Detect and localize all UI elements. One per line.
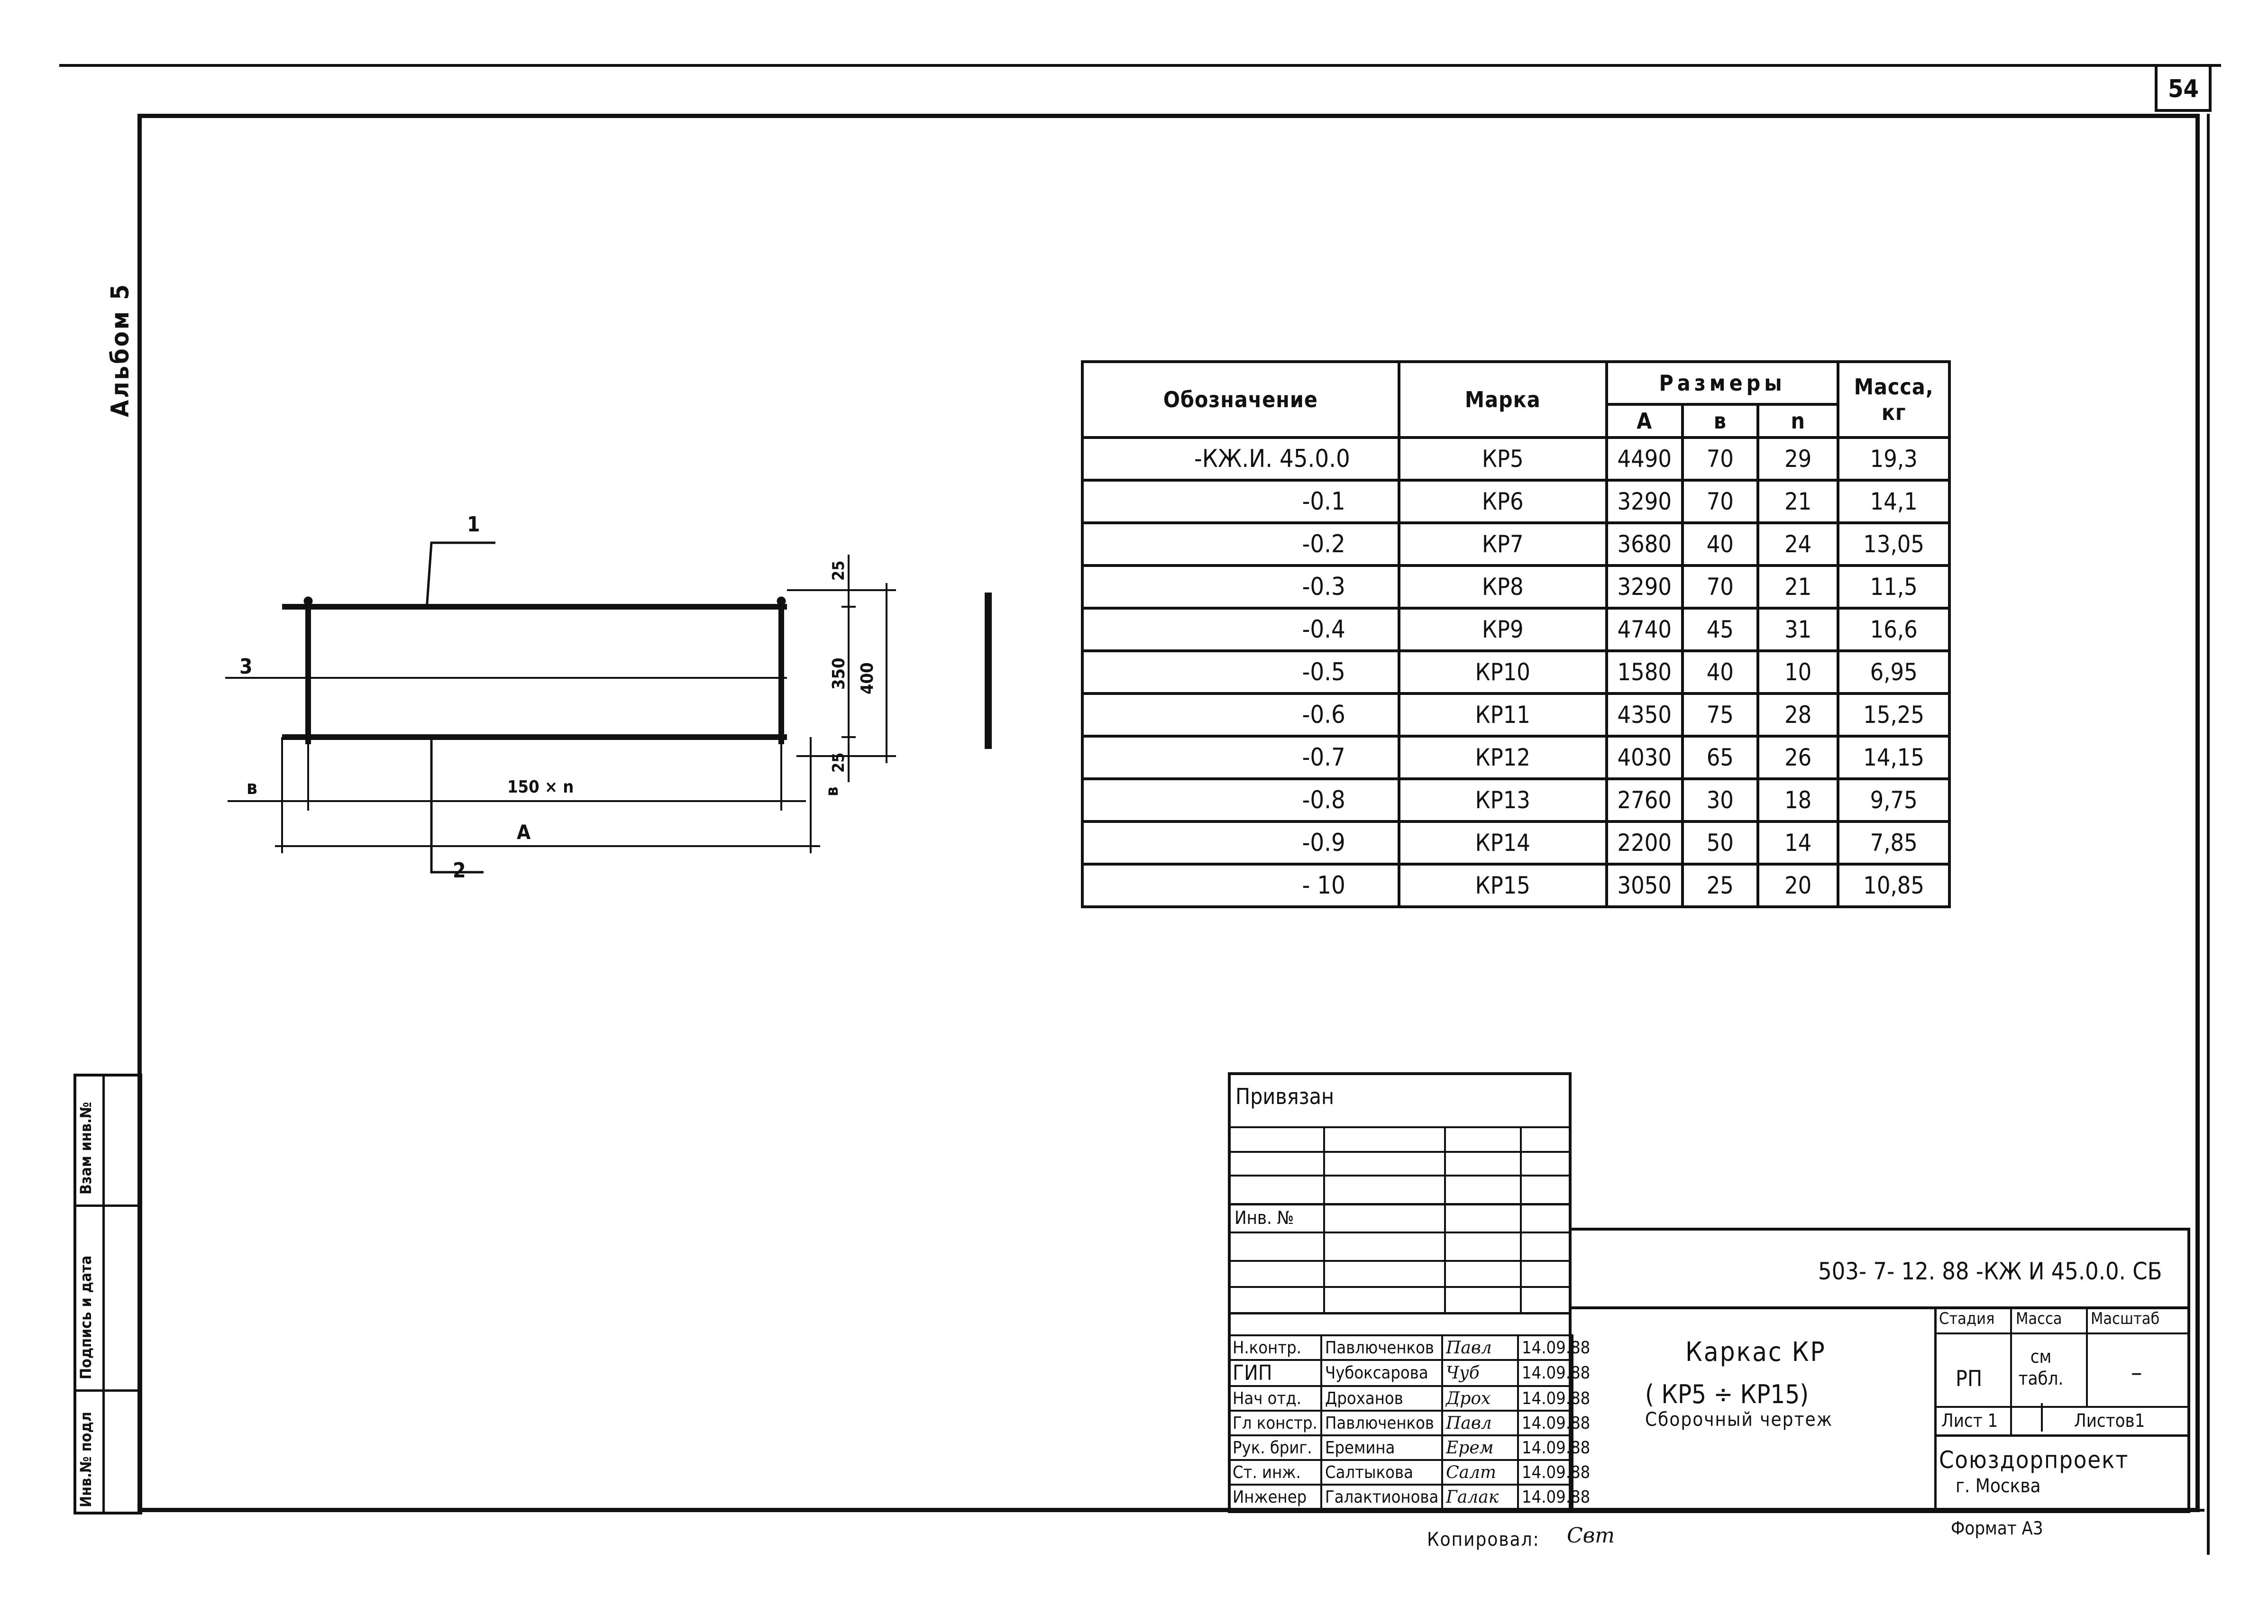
table-row: -0.5 КР10 1580 40 10 6,95 [1081,649,1951,695]
mass-value: см табл. [2018,1346,2064,1389]
dim-350: 350 [829,657,849,690]
table-row: - 10 КР15 3050 25 20 10,85 [1081,863,1951,908]
organization-city: г. Москва [1956,1475,2041,1497]
privyazan-block: Привязан Инв. № [1228,1072,1572,1513]
stamp-field-sign: Подпись и дата [77,1255,95,1379]
table-row: -0.1 КР6 3290 70 21 14,1 [1081,479,1951,524]
copied-by: Копировал: [1427,1529,1540,1551]
left-stamp [73,1074,142,1515]
sheets-label: Листов1 [2074,1410,2145,1431]
header-mark: Марка [1397,360,1608,439]
position-3: 3 [239,655,253,679]
dim-25-bot: 25 [829,752,848,773]
stage-label: Стадия [1939,1309,1995,1328]
dim-A: А [517,821,531,844]
signature: Павл [1441,1334,1519,1361]
header-b: в [1681,403,1760,439]
header-sizes: Размеры [1605,360,1840,406]
cage-side-view [985,593,991,749]
position-2: 2 [453,858,466,883]
cage-drawing [225,541,992,874]
top-rule [59,64,2221,67]
signer-row: Инженер Галактионова Галак 14.09.88 [1228,1484,1590,1510]
table-row: -0.2 КР7 3680 40 24 13,05 [1081,521,1951,567]
dim-b-left: в [247,777,257,799]
signer-row: Гл констр. Павлюченков Павл 14.09.88 [1228,1410,1590,1436]
page-number-box: 54 [2155,66,2212,112]
format-label: Формат А3 [1951,1518,2043,1539]
privyazan-inv: Инв. № [1235,1207,1294,1228]
stamp-field-zam: Взам инв.№ [77,1102,95,1195]
signer-row: Ст. инж. Салтыкова Салт 14.09.88 [1228,1459,1590,1486]
frame-right-outer [2207,114,2210,1555]
spec-table: Обозначение Марка Размеры Масса, кг А в … [1081,360,1951,908]
signer-row: ГИП Чубоксарова Чуб 14.09.88 [1228,1359,1590,1387]
drawing-type: Сборочный чертеж [1645,1409,1833,1431]
signature: Чуб [1441,1359,1519,1387]
signature: Салт [1441,1459,1519,1486]
table-row: -0.9 КР14 2200 50 14 7,85 [1081,820,1951,866]
header-n: n [1756,403,1840,439]
mass-label: Масса [2016,1309,2062,1328]
table-row: -0.8 КР13 2760 30 18 9,75 [1081,777,1951,823]
sheet-divider [2041,1403,2043,1432]
signature: Павл [1441,1410,1519,1436]
header-designation: Обозначение [1081,360,1400,439]
privyazan-title: Привязан [1235,1084,1335,1109]
document-code: 503- 7- 12. 88 -КЖ И 45.0.0. СБ [1818,1258,2162,1285]
scale-value: – [2131,1359,2142,1387]
table-row: -КЖ.И. 45.0.0 КР5 4490 70 29 19,3 [1081,436,1951,482]
table-row: -0.4 КР9 4740 45 31 16,6 [1081,607,1951,652]
header-mass: Масса, кг [1837,360,1951,439]
copied-signature: Свт [1567,1524,1615,1548]
dim-150n: 150 × n [507,777,574,797]
signer-row: Нач отд. Дроханов Дрох 14.09.88 [1228,1385,1590,1412]
dim-25-top: 25 [829,560,848,581]
header-a: А [1605,403,1684,439]
album-label: Альбом 5 [106,283,135,417]
scale-label: Масштаб [2091,1309,2160,1328]
page-number: 54 [2168,75,2199,103]
stage-value: РП [1956,1366,1983,1391]
table-row: -0.3 КР8 3290 70 21 11,5 [1081,564,1951,610]
sheet-label: Лист 1 [1941,1410,1998,1431]
dim-400: 400 [858,662,877,694]
position-1: 1 [467,512,480,537]
table-row: -0.7 КР12 4030 65 26 14,15 [1081,735,1951,780]
signers-table: Н.контр. Павлюченков Павл 14.09.88 ГИП Ч… [1228,1334,1590,1510]
organization: Союздорпроект [1939,1446,2129,1474]
signer-row: Н.контр. Павлюченков Павл 14.09.88 [1228,1334,1590,1361]
dim-b-right: в [823,786,842,797]
signature: Галак [1441,1484,1519,1510]
title-block [1569,1228,2190,1513]
signer-row: Рук. бриг. Еремина Ерем 14.09.88 [1228,1434,1590,1461]
table-row: -0.6 КР11 4350 75 28 15,25 [1081,692,1951,738]
drawing-title: Каркас КР [1685,1337,1826,1368]
signature: Ерем [1441,1434,1519,1461]
stamp-field-inv: Инв.№ подл [77,1412,95,1507]
frame-bottom-ext [137,1509,2204,1512]
drawing-subtitle: ( КР5 ÷ КР15) [1645,1379,1809,1409]
signature: Дрох [1441,1385,1519,1412]
